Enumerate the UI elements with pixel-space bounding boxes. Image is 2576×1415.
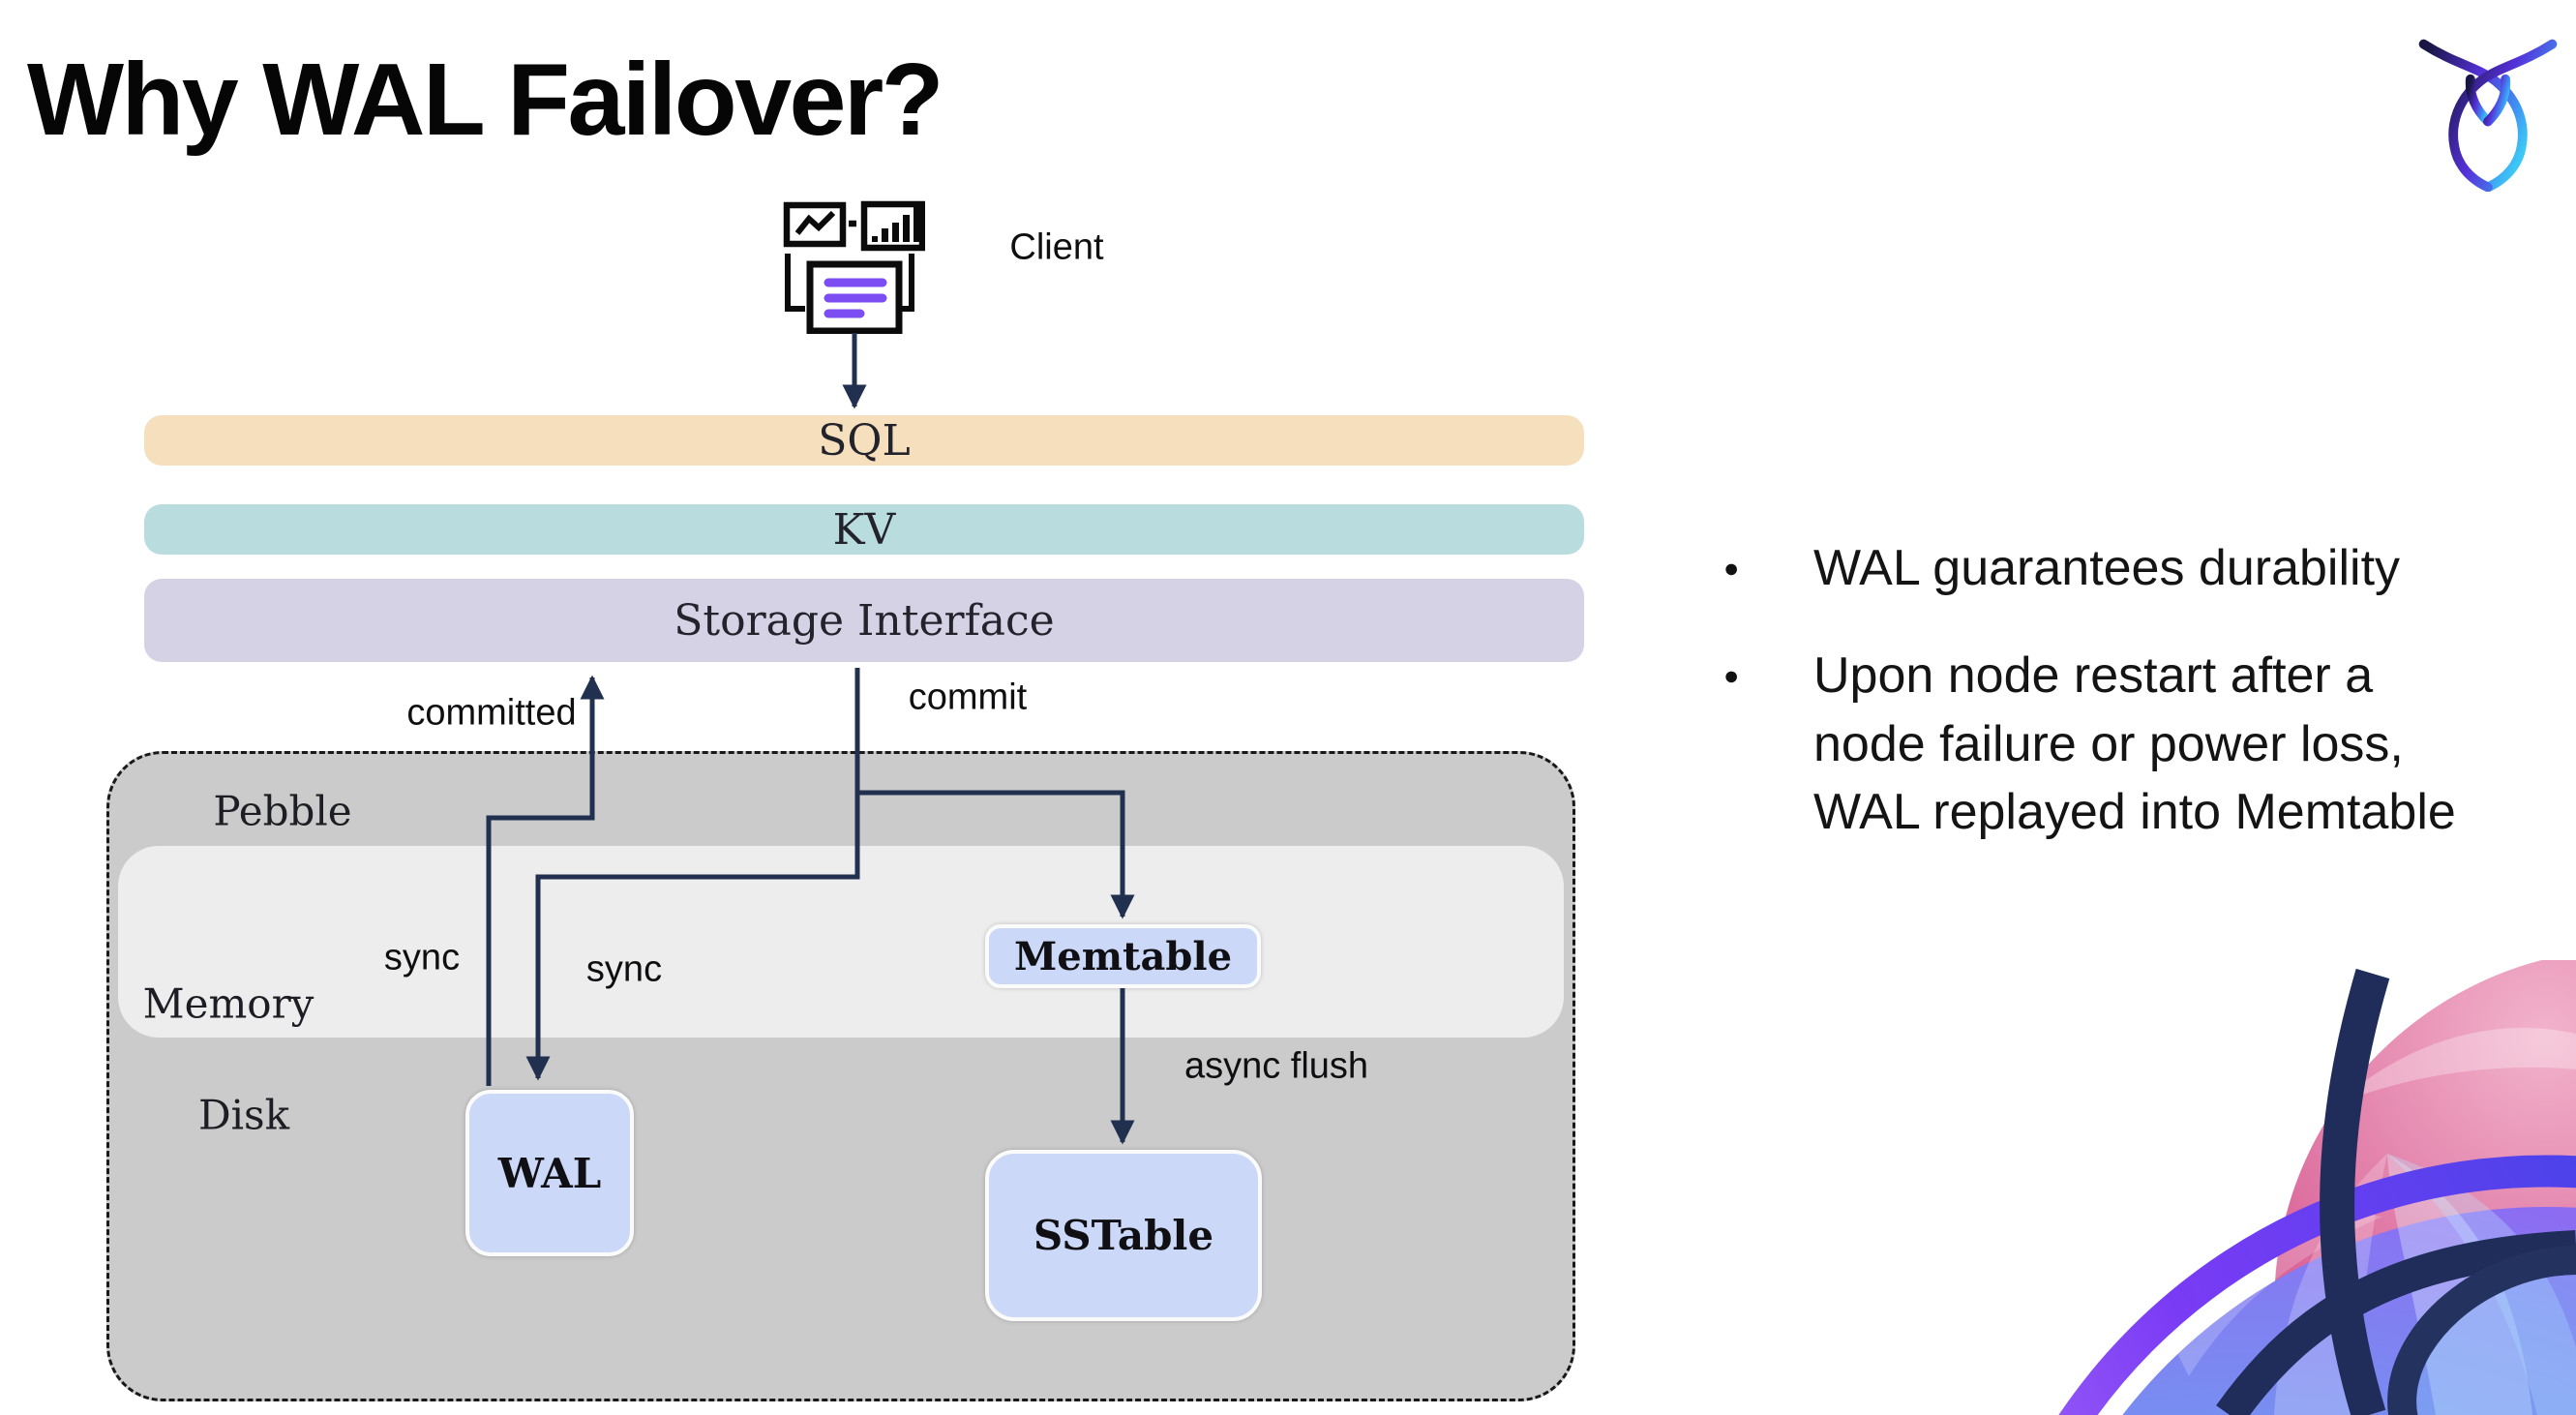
kv-layer-label: KV [832, 504, 896, 555]
committed-edge-label: committed [406, 692, 577, 734]
layer-bar-sql: SQL [144, 415, 1584, 466]
wal-node-label: WAL [497, 1149, 602, 1197]
memtable-node-label: Memtable [1013, 933, 1233, 979]
sync-edge-label-1: sync [383, 937, 461, 978]
commit-edge-label: commit [908, 677, 1028, 718]
document-text-lines [824, 278, 887, 318]
logo-inner-right [2483, 74, 2511, 127]
sync-edge-label-2: sync [585, 948, 663, 990]
sql-layer-label: SQL [818, 415, 911, 466]
logo-left-sweep [2448, 39, 2558, 192]
pink-sphere-highlight [2334, 1028, 2576, 1105]
client-label: Client [1009, 226, 1104, 268]
layer-bar-kv: KV [144, 504, 1584, 555]
memory-zone-label: Memory [142, 979, 315, 1028]
brand-corner-decoration [2058, 960, 2576, 1415]
node-sstable: SSTable [985, 1150, 1262, 1321]
purple-orbit-ring [2058, 1155, 2576, 1415]
layer-bar-storage-interface: Storage Interface [144, 579, 1584, 662]
edge-commit-to-memtable [857, 790, 1135, 919]
bullet-item: ● WAL guarantees durability [1723, 534, 2527, 603]
node-wal: WAL [465, 1090, 634, 1256]
bullet-text-durability: WAL guarantees durability [1813, 540, 2401, 596]
sstable-node-label: SSTable [1033, 1212, 1214, 1259]
edge-commit-sync-to-wal [525, 668, 860, 1081]
back-panel-left-bracket [785, 254, 805, 312]
bullet-item: ● Upon node restart after a node failure… [1723, 642, 2527, 847]
line-chart-glyph [794, 210, 836, 235]
edge-wal-committed-to-storage [486, 675, 605, 1086]
logo-right-sweep [2418, 39, 2528, 192]
client-workstation-icon [783, 200, 925, 334]
bullet-list: ● WAL guarantees durability ● Upon node … [1723, 534, 2527, 847]
page-title: Why WAL Failover? [27, 43, 944, 157]
line-chart-screen-icon [783, 201, 847, 248]
async-flush-edge-label: async flush [1183, 1045, 1369, 1087]
bar-chart-glyph [872, 207, 920, 242]
cockroachdb-logo-icon [2418, 39, 2558, 192]
bullet-marker: ● [1723, 554, 1740, 583]
disk-zone-label: Disk [197, 1091, 290, 1139]
pebble-label: Pebble [213, 787, 352, 835]
bullet-marker: ● [1723, 661, 1740, 690]
storage-interface-layer-label: Storage Interface [674, 595, 1055, 646]
node-memtable: Memtable [985, 924, 1261, 988]
navy-roach-curves [2216, 968, 2576, 1415]
bullet-text-replay: Upon node restart after a node failure o… [1813, 647, 2456, 841]
